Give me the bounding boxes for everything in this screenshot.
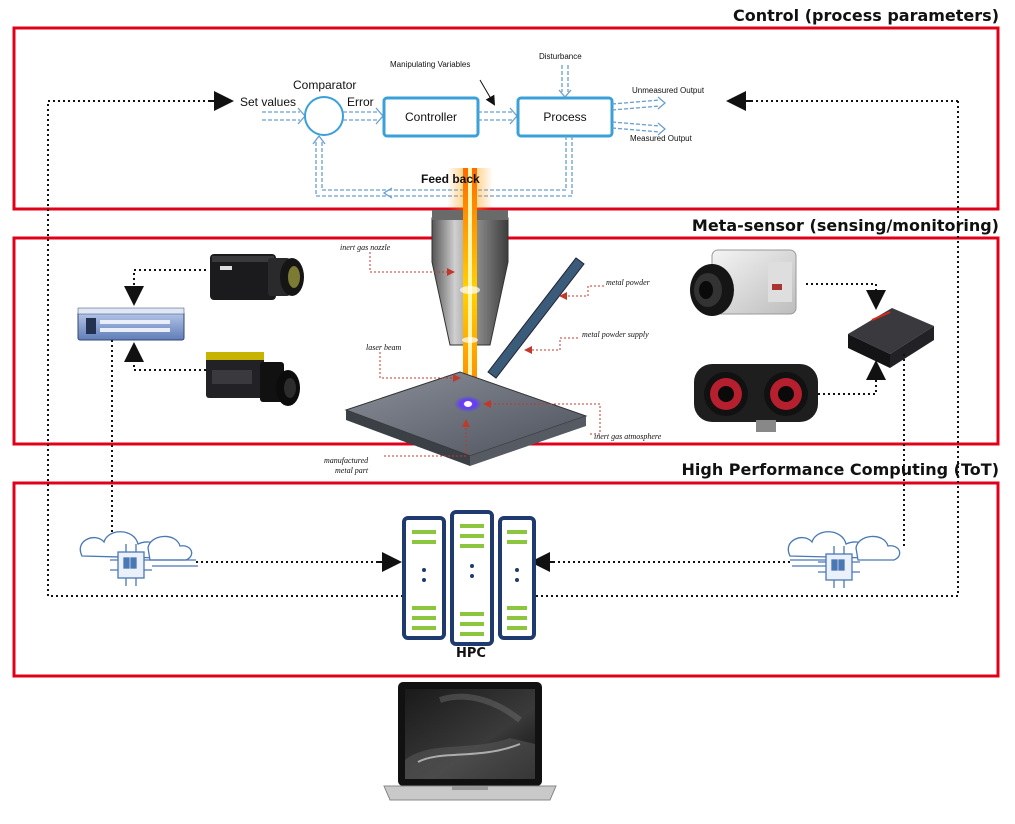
process-label: Process: [543, 110, 587, 124]
recorder-box-icon: [848, 308, 934, 368]
laser-deposition-head: [344, 168, 588, 466]
hpc-label: HPC: [456, 646, 486, 661]
metal-powder-supply-label: metal powder supply: [582, 330, 649, 339]
hpc-section-title: High Performance Computing (ToT): [681, 460, 999, 479]
measured-output-label: Measured Output: [630, 134, 692, 143]
metal-powder-label: metal powder: [606, 278, 650, 287]
process-box: [516, 96, 614, 138]
outer-loop-right: [520, 100, 959, 597]
data-acquisition-unit-icon: [77, 307, 185, 341]
comparator-circle: [304, 96, 344, 136]
comparator-label: Comparator: [293, 78, 357, 92]
disturbance-label: Disturbance: [539, 52, 582, 61]
thermal-camera-icon: [210, 254, 304, 300]
feed-back-label: Feed back: [421, 172, 480, 186]
laser-beam-label: laser beam: [366, 343, 402, 352]
control-loop-diagram: [262, 65, 666, 199]
set-values-label: Set values: [240, 95, 297, 109]
iot-cloud-chip-left-icon: [79, 531, 198, 586]
manufactured-metal-part-label: manufactured metal part: [324, 456, 368, 476]
control-section: [12, 26, 1000, 211]
error-label: Error: [347, 95, 374, 109]
stereo-camera-icon: [694, 364, 818, 432]
high-speed-camera-icon: [690, 249, 797, 316]
iot-cloud-chip-right-icon: [787, 531, 901, 588]
inert-gas-nozzle-label: inert gas nozzle: [340, 243, 391, 252]
controller-label: Controller: [404, 110, 458, 124]
deposition-annotations: [369, 252, 604, 457]
hpc-server-icon: [402, 510, 536, 646]
manufactured-metal-part-line2: metal part: [335, 466, 369, 475]
inert-gas-atmosphere-label: inert gas atmosphere: [594, 432, 662, 441]
meta-sensor-section-title: Meta-sensor (sensing/monitoring): [691, 216, 999, 235]
manipulating-variables-label: Manipulating Variables: [390, 60, 471, 69]
hpc-section: [12, 481, 1000, 678]
unmeasured-output-label: Unmeasured Output: [632, 86, 705, 95]
controller-box: [382, 96, 480, 138]
control-section-title: Control (process parameters): [733, 6, 999, 25]
pyrometer-camera-icon: [206, 352, 300, 406]
sensor-to-iot-links: [111, 340, 905, 548]
laptop-icon: [383, 682, 557, 801]
manufactured-metal-part-line1: manufactured: [324, 456, 369, 465]
outer-loop-left: [47, 100, 402, 597]
